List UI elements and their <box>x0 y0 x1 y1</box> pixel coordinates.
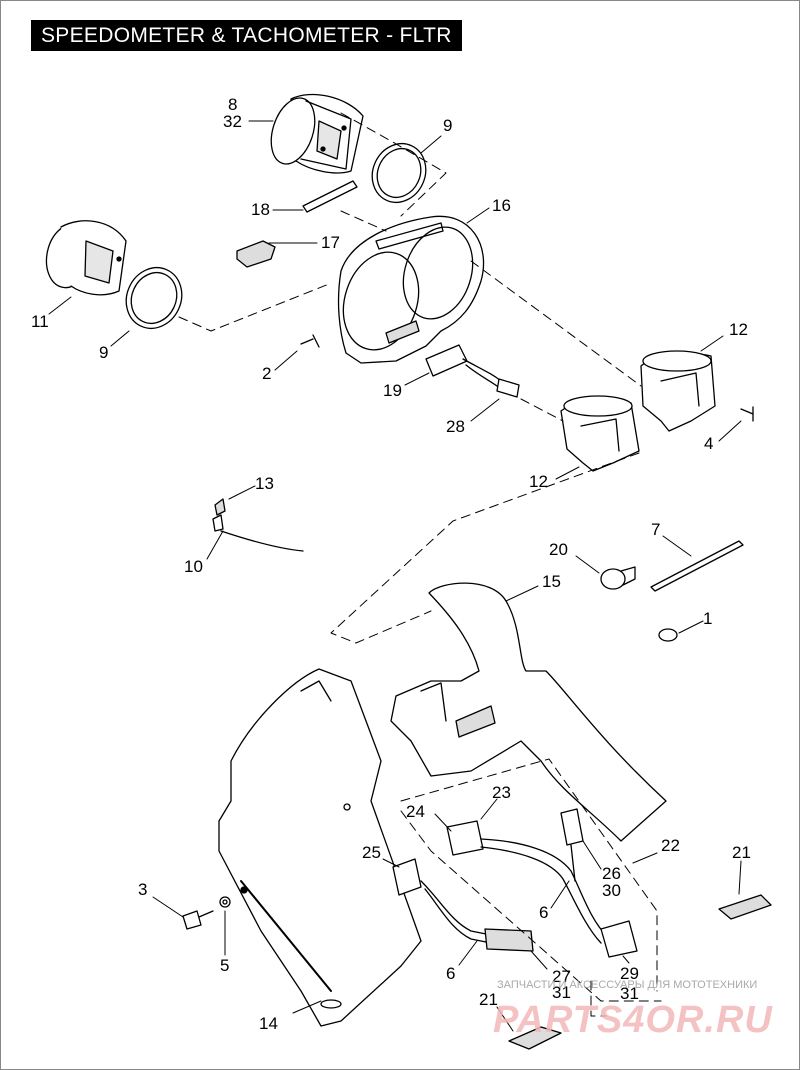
callout-9: 9 <box>443 116 453 135</box>
callout-8: 8 <box>228 95 238 114</box>
gauge-seal-ring-lower <box>125 267 183 329</box>
speedometer-gauge <box>270 93 364 174</box>
callout-18: 18 <box>251 200 270 219</box>
assembly-dashed-lines <box>178 112 662 1017</box>
gauge-housing <box>337 215 485 364</box>
screw-4 <box>740 406 754 422</box>
indicator-bulb-cable <box>212 498 304 552</box>
callout-6: 6 <box>446 964 456 983</box>
callout-27: 27 <box>552 967 571 986</box>
watermark-tagline: ЗАПЧАСТИ И АКСЕССУАРЫ ДЛЯ МОТОТЕХНИКИ <box>497 979 758 991</box>
callout-7: 7 <box>651 520 661 539</box>
callout-12: 12 <box>529 472 548 491</box>
callout-22: 22 <box>661 836 680 855</box>
tachometer-gauge <box>45 220 127 296</box>
callout-16: 16 <box>492 196 511 215</box>
callout-14: 14 <box>259 1014 278 1033</box>
callout-26: 26 <box>602 864 621 883</box>
gauge-cup-lower <box>560 395 640 472</box>
callout-17: 17 <box>321 233 340 252</box>
callout-28: 28 <box>446 417 465 436</box>
callout-23: 23 <box>492 783 511 802</box>
screw-washer-3-5 <box>182 896 231 930</box>
callout-12: 12 <box>729 320 748 339</box>
callout-24: 24 <box>406 802 425 821</box>
callout-25: 25 <box>362 843 381 862</box>
gauge-cup-upper <box>640 350 716 432</box>
foam-strip <box>302 180 358 213</box>
callout-20: 20 <box>549 540 568 559</box>
hose-clamp <box>600 566 636 590</box>
callout-5: 5 <box>220 956 230 975</box>
wiring-harness <box>392 808 638 958</box>
callout-3: 3 <box>138 880 148 899</box>
bracket-21-lower <box>508 1026 562 1050</box>
callout-31: 31 <box>620 984 639 1003</box>
screw-2 <box>300 334 320 348</box>
callout-32: 32 <box>223 112 242 131</box>
callout-15: 15 <box>542 572 561 591</box>
diagram-title: SPEEDOMETER & TACHOMETER - FLTR <box>31 20 462 51</box>
callout-1: 1 <box>703 609 713 628</box>
leader-lines <box>48 120 742 1032</box>
callout-29: 29 <box>620 964 639 983</box>
callout-4: 4 <box>704 434 714 453</box>
watermark-brand: PARTS4OR.RU <box>493 999 773 1041</box>
cable-tie <box>650 540 744 592</box>
plug-1 <box>658 628 678 642</box>
callout-11: 11 <box>31 312 49 331</box>
callout-10: 10 <box>184 557 203 576</box>
callout-9: 9 <box>99 343 109 362</box>
callout-21: 21 <box>732 843 751 862</box>
callout-13: 13 <box>255 474 274 493</box>
bracket-21-upper <box>718 894 772 920</box>
clip-bracket <box>236 240 276 268</box>
inner-fairing-panel <box>390 582 667 842</box>
callout-2: 2 <box>262 364 272 383</box>
callout-19: 19 <box>383 381 402 400</box>
callout-6: 6 <box>539 903 549 922</box>
callout-30: 30 <box>602 881 621 900</box>
callout-21: 21 <box>479 990 498 1009</box>
connector-harness-19-28 <box>425 344 520 398</box>
gauge-seal-ring-upper <box>371 143 427 203</box>
callout-31: 31 <box>552 983 571 1002</box>
outer-fairing-panel <box>218 668 422 1027</box>
